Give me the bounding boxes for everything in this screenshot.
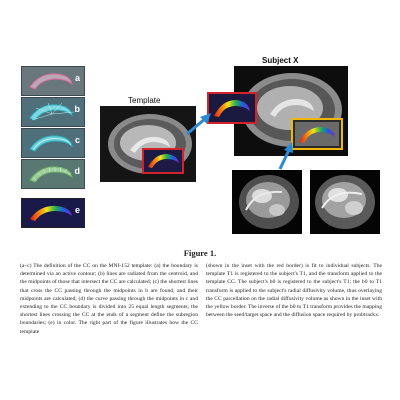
diffusion-image-right bbox=[310, 170, 380, 234]
subject-yellow-inset bbox=[291, 118, 343, 150]
figure-title: Figure 1. bbox=[183, 248, 217, 258]
caption-left: (a–c) The definition of the CC on the MN… bbox=[20, 263, 198, 335]
cc-color-parcellation-image bbox=[22, 199, 84, 227]
panel-e-label: e bbox=[74, 205, 80, 215]
panel-d: d bbox=[21, 159, 85, 189]
arrow-diffusion-to-subject bbox=[278, 142, 293, 170]
panel-a-label: a bbox=[74, 73, 80, 83]
panel-d-label: d bbox=[74, 166, 81, 176]
panel-b: b bbox=[21, 97, 85, 127]
diffusion-image-left bbox=[232, 170, 302, 234]
cc-boundary-image bbox=[22, 67, 84, 95]
panel-b-label: b bbox=[74, 104, 81, 114]
panel-c: c bbox=[21, 128, 85, 158]
template-label: Template bbox=[128, 96, 161, 105]
template-cc-inset bbox=[142, 148, 184, 174]
cc-radiated-lines-image bbox=[22, 98, 84, 126]
cc-shortest-lines-image bbox=[22, 129, 84, 157]
subject-label: Subject X bbox=[262, 56, 299, 65]
arrow-template-to-subject bbox=[186, 113, 211, 136]
panel-e: e bbox=[21, 198, 85, 228]
panel-c-label: c bbox=[74, 135, 80, 145]
panel-a: a bbox=[21, 66, 85, 96]
caption-right: (shown in the inset with the red border)… bbox=[206, 263, 382, 319]
subject-red-inset bbox=[207, 92, 257, 124]
cc-segments-image bbox=[22, 160, 84, 188]
